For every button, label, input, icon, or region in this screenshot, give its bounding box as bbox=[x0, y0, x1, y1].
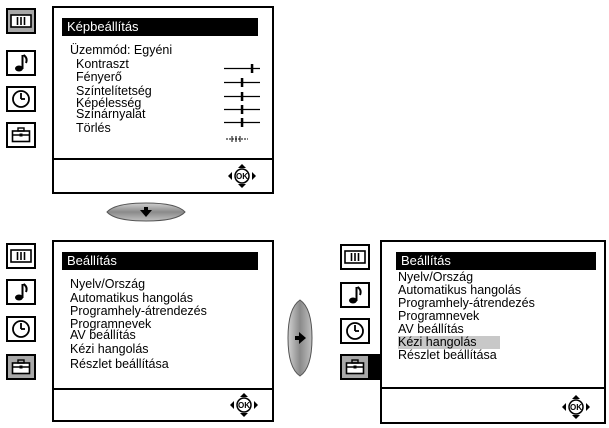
top-menu-frame: Képbeállítás Üzemmód: Egyéni Kontraszt F… bbox=[52, 6, 274, 194]
reset-dots-icon bbox=[226, 136, 248, 142]
menu-item-label: Színtelítetség bbox=[76, 83, 152, 98]
sound-icon bbox=[15, 54, 28, 72]
menu-item-saturation[interactable]: Színtelítetség bbox=[70, 83, 172, 99]
menu-icon-picture[interactable] bbox=[340, 244, 370, 270]
menu-icon-setup[interactable] bbox=[6, 122, 36, 148]
ok-label: OK bbox=[238, 401, 250, 410]
setup-icon bbox=[345, 359, 365, 375]
menu-item-label: Fényerő bbox=[76, 70, 122, 85]
ok-label: OK bbox=[570, 403, 582, 412]
menu-item-sharpness[interactable]: Képélesség bbox=[70, 96, 172, 111]
ok-button[interactable]: OK bbox=[228, 164, 256, 188]
menu-item-detail-setup[interactable]: Részlet beállítása bbox=[70, 356, 169, 371]
menu-item-reset[interactable]: Törlés bbox=[70, 120, 172, 137]
picture-icon bbox=[10, 14, 32, 28]
setup-icon bbox=[11, 359, 31, 375]
arrow-right-icon bbox=[287, 299, 313, 377]
menu-item-contrast[interactable]: Kontraszt bbox=[70, 56, 172, 72]
selection-connector bbox=[370, 354, 380, 380]
menu-item-manual-tuning[interactable]: Kézi hangolás bbox=[70, 341, 149, 356]
menu-icon-sound[interactable] bbox=[6, 279, 36, 305]
menu-item-language[interactable]: Nyelv/Ország bbox=[398, 270, 474, 284]
bottom-left-menu-divider bbox=[54, 388, 272, 390]
menu-item-label: Képélesség bbox=[76, 96, 142, 111]
bottom-right-menu-list: Nyelv/Ország Automatikus hangolás Progra… bbox=[398, 271, 535, 362]
sound-icon bbox=[15, 283, 28, 301]
bottom-right-panel: Beállítás Nyelv/Ország Automatikus hango… bbox=[340, 240, 606, 424]
menu-item-brightness[interactable]: Fényerő bbox=[70, 70, 172, 85]
bottom-left-menu-frame: Beállítás Nyelv/Ország Automatikus hango… bbox=[52, 240, 274, 422]
menu-item-program-sort[interactable]: Programhely-átrendezés bbox=[398, 296, 535, 310]
menu-item-label: Színárnyalat bbox=[76, 107, 146, 122]
menu-item-hue[interactable]: Színárnyalat bbox=[70, 107, 172, 122]
menu-item-manual-tuning-highlighted[interactable]: Kézi hangolás bbox=[398, 336, 500, 349]
slider-contrast[interactable] bbox=[224, 64, 260, 73]
menu-item-av-setup[interactable]: AV beállítás bbox=[70, 327, 136, 342]
bottom-right-menu-divider bbox=[382, 387, 604, 389]
ok-button[interactable]: OK bbox=[230, 393, 258, 417]
bottom-right-menu-frame: Beállítás Nyelv/Ország Automatikus hango… bbox=[380, 240, 606, 424]
menu-item-auto-tuning[interactable]: Automatikus hangolás bbox=[398, 283, 521, 297]
slider-hue[interactable] bbox=[224, 118, 260, 127]
slider-thumb bbox=[240, 78, 244, 87]
menu-item-auto-tuning[interactable]: Automatikus hangolás bbox=[70, 290, 193, 305]
bottom-left-panel: Beállítás Nyelv/Ország Automatikus hango… bbox=[6, 240, 274, 422]
menu-icon-sound[interactable] bbox=[340, 282, 370, 308]
mode-label: Üzemmód: Egyéni bbox=[70, 43, 173, 57]
timer-icon bbox=[12, 320, 30, 338]
menu-icon-sound[interactable] bbox=[6, 50, 36, 76]
top-menu-list: Üzemmód: Egyéni Kontraszt Fényerő Színte… bbox=[70, 43, 173, 137]
menu-item-label: Törlés bbox=[76, 121, 111, 136]
menu-item-program-names[interactable]: Programnevek bbox=[398, 309, 480, 323]
slider-thumb bbox=[240, 118, 244, 127]
ok-button[interactable]: OK bbox=[562, 395, 590, 419]
slider-saturation[interactable] bbox=[224, 92, 260, 101]
menu-icon-setup[interactable] bbox=[340, 354, 370, 380]
menu-item-detail-setup[interactable]: Részlet beállítása bbox=[398, 348, 497, 362]
menu-item-language[interactable]: Nyelv/Ország bbox=[70, 277, 146, 291]
menu-item-program-names[interactable]: Programnevek bbox=[70, 316, 152, 331]
setup-icon bbox=[11, 127, 31, 143]
bottom-left-menu-title: Beállítás bbox=[62, 252, 258, 270]
timer-icon bbox=[12, 90, 30, 108]
bottom-left-menu-list: Nyelv/Ország Automatikus hangolás Progra… bbox=[70, 277, 207, 371]
menu-icon-timer[interactable] bbox=[6, 316, 36, 342]
menu-icon-timer[interactable] bbox=[340, 318, 370, 344]
slider-sharpness[interactable] bbox=[224, 105, 260, 114]
bottom-right-menu-title: Beállítás bbox=[396, 252, 596, 270]
menu-item-label: Kontraszt bbox=[76, 56, 129, 71]
slider-thumb bbox=[250, 64, 254, 73]
picture-icon bbox=[10, 249, 32, 263]
menu-icon-setup[interactable] bbox=[6, 354, 36, 380]
arrow-down-icon bbox=[106, 202, 186, 222]
top-menu-title: Képbeállítás bbox=[62, 18, 258, 36]
slider-thumb bbox=[240, 92, 244, 101]
picture-icon bbox=[344, 250, 366, 264]
timer-icon bbox=[346, 322, 364, 340]
slider-thumb bbox=[240, 105, 244, 114]
top-menu-divider bbox=[54, 158, 272, 160]
menu-item-program-sort[interactable]: Programhely-átrendezés bbox=[70, 304, 207, 319]
menu-item-av-setup[interactable]: AV beállítás bbox=[398, 322, 464, 336]
top-panel: Képbeállítás Üzemmód: Egyéni Kontraszt F… bbox=[6, 6, 274, 194]
menu-icon-timer[interactable] bbox=[6, 86, 36, 112]
sound-icon bbox=[349, 286, 362, 304]
menu-icon-picture[interactable] bbox=[6, 8, 36, 34]
slider-brightness[interactable] bbox=[224, 78, 260, 87]
ok-label: OK bbox=[236, 172, 248, 181]
menu-icon-picture[interactable] bbox=[6, 243, 36, 269]
